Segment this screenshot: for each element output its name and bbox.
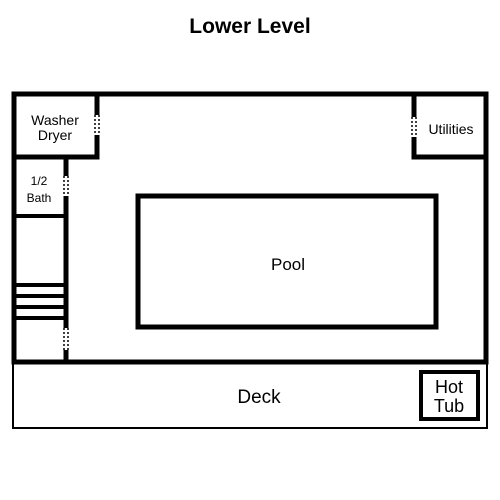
utilities-label: Utilities <box>428 121 473 137</box>
door-half-bath <box>62 176 71 196</box>
stairs <box>14 283 66 320</box>
pool-label: Pool <box>271 255 305 274</box>
washer-label: Washer <box>31 112 79 128</box>
half-label: 1/2 <box>31 174 48 188</box>
hot-tub-outline <box>419 370 480 421</box>
door-washer-dryer <box>93 115 102 135</box>
utilities-walls <box>411 94 486 160</box>
hot-label: Hot <box>435 377 463 397</box>
door-stairs <box>62 328 71 350</box>
door-utilities <box>410 117 419 137</box>
outer-wall <box>11 91 489 365</box>
bath-label: Bath <box>27 191 52 205</box>
tub-label: Tub <box>434 396 464 416</box>
diagram-title: Lower Level <box>189 15 310 38</box>
deck-label: Deck <box>237 387 281 408</box>
dryer-label: Dryer <box>38 127 73 143</box>
deck-outline <box>12 364 488 429</box>
pool-outline <box>135 193 439 330</box>
